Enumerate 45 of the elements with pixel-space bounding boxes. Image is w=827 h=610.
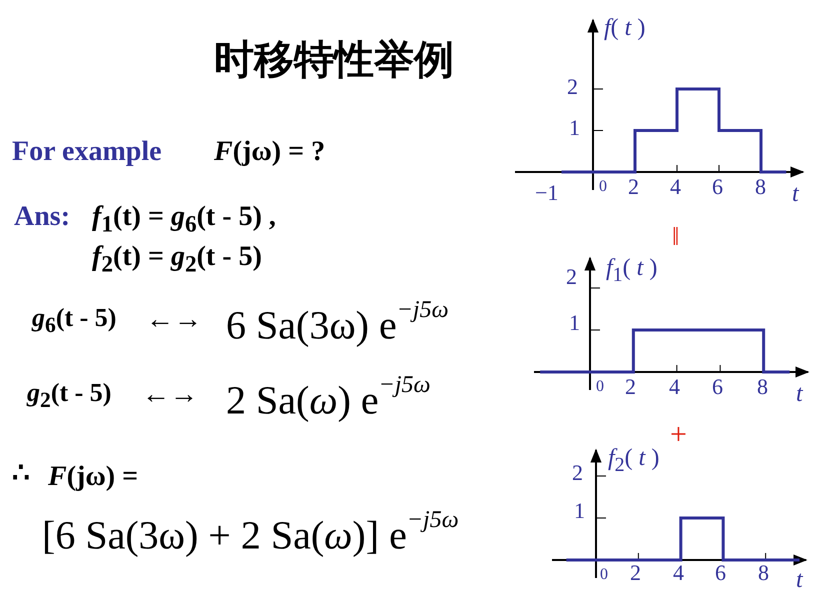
tick-label: 2: [572, 462, 583, 484]
tick-label: 1: [569, 117, 580, 139]
axis-title: f$_{1}$( t ): [606, 256, 658, 285]
formula: 2 Sa(ω) e$^{−j5ω}$: [226, 373, 430, 421]
tick-label: −1: [535, 182, 558, 204]
tick-label: 6: [712, 176, 723, 198]
answer-label: Ans:: [14, 203, 70, 231]
tick-label: 2: [628, 176, 639, 198]
formula: g$_{2}$(t - 5): [27, 380, 112, 412]
tick-label: 2: [566, 266, 577, 288]
title: 时移特性举例: [214, 40, 454, 80]
therefore-symbol: ∴: [12, 460, 30, 488]
axis-title: f( t ): [604, 16, 646, 40]
formula: F(jω) = ?: [214, 138, 326, 166]
tick-label: 8: [755, 176, 766, 198]
tick-label: 1: [569, 312, 580, 334]
formula: f$_{1}$(t) = g$_{6}$(t - 5) ,: [92, 203, 276, 237]
axis-label: t: [796, 568, 803, 592]
tick-label: 8: [757, 376, 768, 398]
axis-title: f$_{2}$( t ): [608, 446, 660, 475]
formula: F(jω) =: [48, 463, 138, 491]
transform-pair-symbol: ←→: [146, 306, 202, 334]
formula: g$_{6}$(t - 5): [32, 305, 116, 337]
plus-symbol: +: [670, 420, 687, 450]
tick-label: 2: [567, 76, 578, 98]
tick-label: 0: [596, 379, 604, 395]
tick-label: 4: [670, 176, 681, 198]
axis-label: t: [792, 182, 799, 206]
heading-text: For example: [12, 138, 162, 166]
formula: [6 Sa(3ω) + 2 Sa(ω)] e$^{−j5ω}$: [42, 508, 459, 556]
formula: f$_{2}$(t) = g$_{2}$(t - 5): [92, 243, 262, 277]
tick-label: 2: [630, 562, 641, 584]
tick-label: 8: [758, 562, 769, 584]
tick-label: 6: [712, 376, 723, 398]
transform-pair-symbol: ←→: [142, 381, 198, 409]
tick-label: 2: [625, 376, 636, 398]
tick-label: 0: [599, 179, 607, 195]
tick-label: 1: [574, 500, 585, 522]
tick-label: 4: [673, 562, 684, 584]
axis-label: t: [796, 382, 803, 406]
equals-symbol: ‖: [672, 224, 680, 250]
tick-label: 4: [669, 376, 680, 398]
tick-label: 6: [715, 562, 726, 584]
tick-label: 0: [600, 567, 608, 583]
formula: 6 Sa(3ω) e$^{−j5ω}$: [226, 298, 449, 346]
